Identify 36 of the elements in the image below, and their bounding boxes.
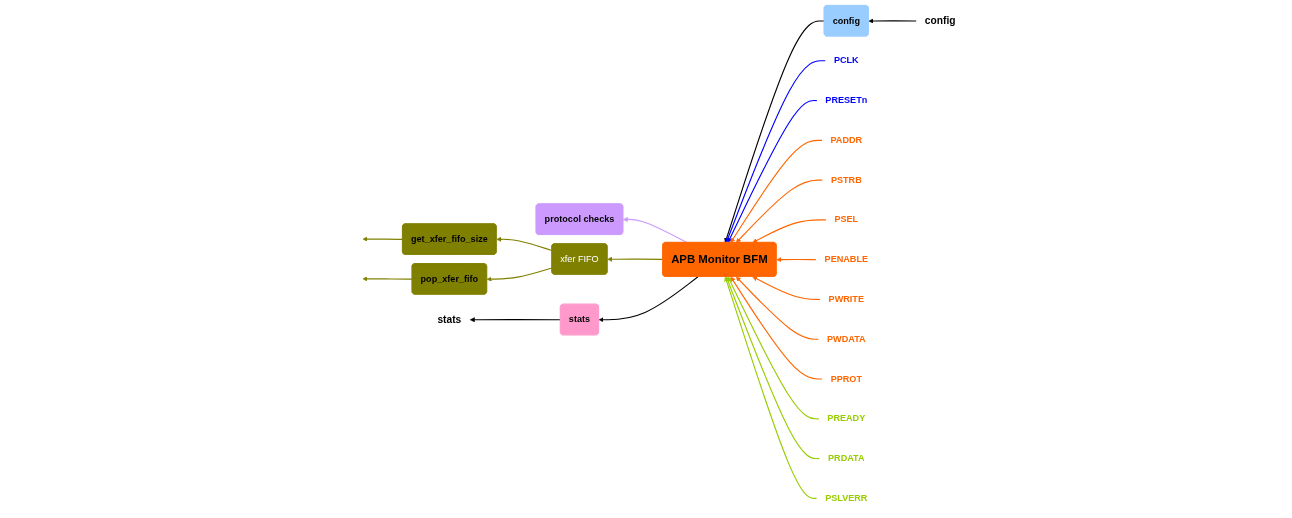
arrow — [735, 276, 820, 340]
arrow — [486, 267, 553, 282]
arrow — [725, 276, 821, 460]
arrow — [362, 236, 403, 242]
arrow — [723, 20, 825, 243]
arrow — [752, 219, 827, 243]
node-text: PWDATA — [826, 333, 866, 344]
arrow — [727, 276, 820, 420]
arrow — [496, 236, 553, 252]
node-text: PPROT — [830, 373, 862, 384]
arrow — [598, 276, 699, 323]
arrow — [730, 139, 823, 243]
node-text: PSEL — [834, 214, 858, 225]
arrow — [727, 99, 818, 243]
node-text: stats — [437, 313, 461, 325]
arrow — [730, 276, 823, 380]
arrow — [735, 179, 823, 243]
node-text: PSTRB — [830, 174, 862, 185]
node-text: PADDR — [830, 134, 862, 145]
arrow — [868, 18, 917, 24]
arrow — [622, 216, 688, 244]
arrow — [725, 60, 826, 243]
arrow — [723, 276, 818, 499]
node-text: PSLVERR — [824, 492, 868, 503]
arrow — [776, 257, 817, 263]
arrow — [752, 276, 821, 301]
node-text: PRESETn — [825, 95, 867, 105]
node-text: PRDATA — [827, 453, 865, 463]
arrow — [362, 276, 413, 282]
node-text: PENABLE — [824, 254, 868, 264]
arrow — [469, 317, 561, 323]
node-text: PREADY — [827, 413, 865, 424]
arrow — [606, 256, 664, 262]
node-text: PCLK — [833, 55, 859, 66]
node-text: PWRITE — [828, 294, 864, 304]
node-text: config — [924, 14, 956, 27]
